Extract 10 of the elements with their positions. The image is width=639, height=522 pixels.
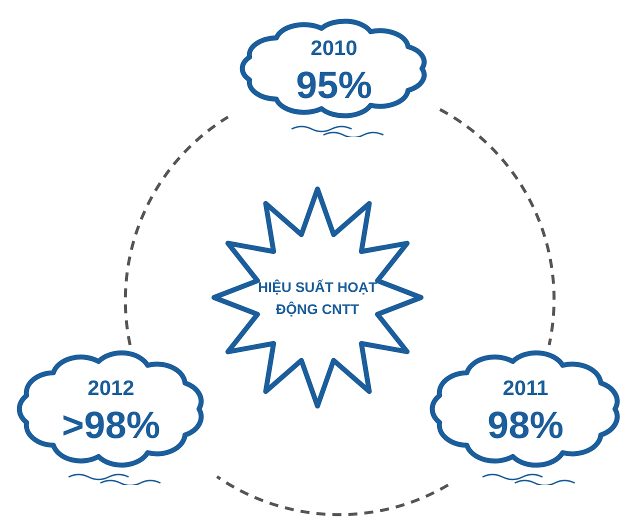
year-label: 2012 <box>88 376 134 402</box>
year-label: 2010 <box>310 36 358 62</box>
center-title: HIỆU SUẤT HOẠT ĐỘNG CNTT <box>258 278 378 318</box>
dashed-connector <box>216 475 449 516</box>
percentage-value: >98% <box>62 404 160 449</box>
dashed-connector <box>439 108 556 346</box>
percentage-value: 95% <box>296 64 372 108</box>
dashed-connector <box>124 116 229 346</box>
year-label: 2011 <box>502 376 548 402</box>
percentage-value: 98% <box>487 404 564 449</box>
